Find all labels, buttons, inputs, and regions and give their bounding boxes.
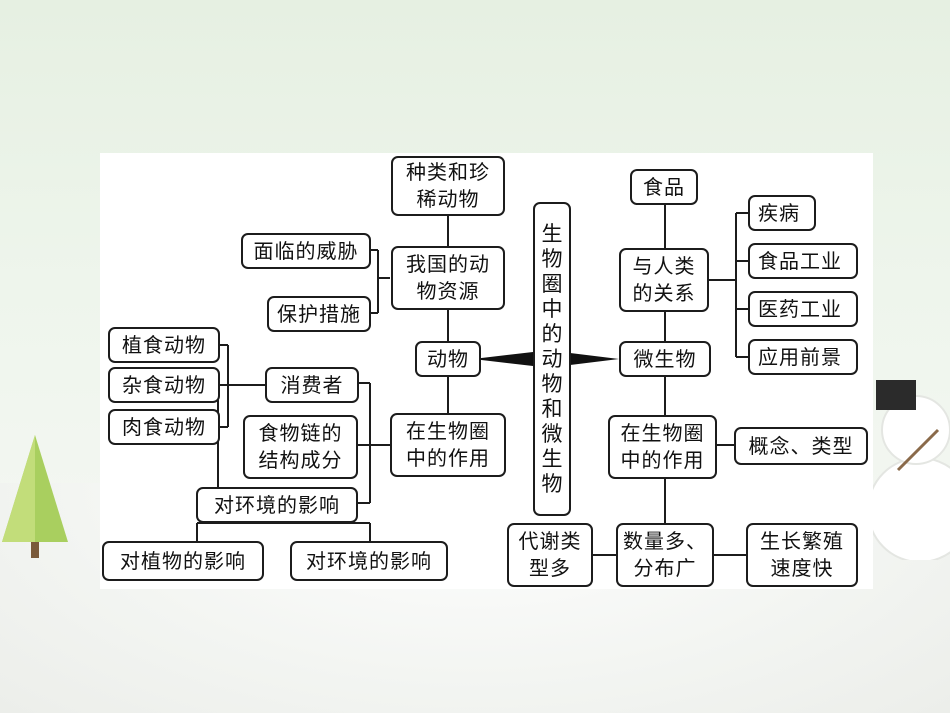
- node-species: 种类和珍 稀动物: [391, 156, 505, 216]
- node-disease: 疾病: [748, 195, 816, 231]
- node-animal: 动物: [415, 341, 481, 377]
- pine-tree-decoration: [2, 435, 68, 558]
- node-concept: 概念、类型: [734, 427, 868, 465]
- node-carnivore: 肉食动物: [108, 409, 220, 445]
- node-microbe-role: 在生物圈 中的作用: [608, 415, 717, 479]
- snowman-decoration: [867, 380, 950, 560]
- node-center-topic: 生 物 圈 中 的 动 物 和 微 生 物: [533, 202, 571, 516]
- node-env-effect-2: 对环境的影响: [290, 541, 448, 581]
- node-omnivore: 杂食动物: [108, 367, 220, 403]
- node-reproduction: 生长繁殖 速度快: [746, 523, 858, 587]
- node-herbivore: 植食动物: [108, 327, 220, 363]
- node-prospects: 应用前景: [748, 339, 858, 375]
- node-food: 食品: [630, 169, 698, 205]
- node-human-relation: 与人类 的关系: [619, 248, 709, 312]
- node-abundance: 数量多、 分布广: [616, 523, 714, 587]
- node-plant-effect: 对植物的影响: [102, 541, 264, 581]
- connector-lines: [196, 203, 748, 556]
- node-threats: 面临的威胁: [241, 233, 371, 269]
- node-microbe: 微生物: [619, 341, 711, 377]
- node-animal-role: 在生物圈 中的作用: [390, 413, 506, 477]
- node-consumer: 消费者: [265, 367, 359, 403]
- node-protection: 保护措施: [267, 296, 371, 332]
- node-medicine-industry: 医药工业: [748, 291, 858, 327]
- node-food-industry: 食品工业: [748, 243, 858, 279]
- node-food-chain: 食物链的 结构成分: [243, 415, 358, 479]
- node-animal-resources: 我国的动 物资源: [391, 246, 505, 310]
- node-env-effect: 对环境的影响: [196, 487, 358, 523]
- mind-map: 种类和珍 稀动物 面临的威胁 保护措施 我国的动 物资源 动物 生 物 圈 中 …: [100, 153, 873, 589]
- node-metabolism: 代谢类 型多: [507, 523, 593, 587]
